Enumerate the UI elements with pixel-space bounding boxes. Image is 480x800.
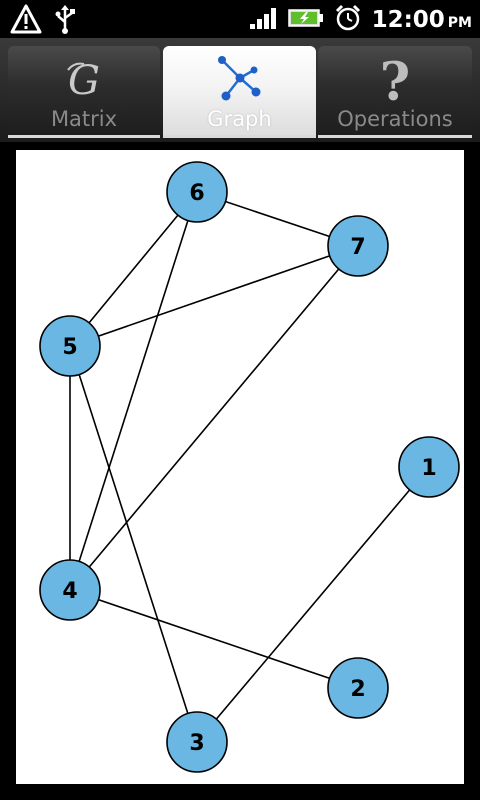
graph-node-label: 5 (62, 335, 77, 360)
signal-strength-icon (249, 6, 278, 34)
graph-node-3[interactable]: 3 (166, 711, 228, 773)
tab-graph[interactable]: Graph (163, 46, 316, 138)
graph-nodes-icon (163, 52, 316, 108)
alarm-clock-icon (334, 4, 362, 36)
graph-edge-1-3 (196, 466, 430, 743)
clock-ampm: PM (447, 15, 472, 31)
script-g-icon: G (8, 52, 160, 108)
svg-text:?: ? (380, 54, 410, 106)
tab-bar: G Matrix (0, 38, 480, 142)
graph-node-label: 7 (350, 235, 365, 260)
usb-icon (54, 4, 76, 38)
graph-node-4[interactable]: 4 (39, 559, 101, 621)
graph-node-circle[interactable] (166, 711, 228, 773)
graph-edge-7-5 (69, 245, 359, 347)
tab-operations-label: Operations (337, 107, 453, 131)
graph-node-circle[interactable] (39, 559, 101, 621)
graph-node-circle[interactable] (398, 436, 460, 498)
graph-node-circle[interactable] (327, 215, 389, 277)
graph-canvas[interactable]: 1 2 3 4 5 6 7 (16, 150, 464, 784)
graph-drawing[interactable]: 1 2 3 4 5 6 7 (16, 150, 464, 784)
graph-node-2[interactable]: 2 (327, 657, 389, 719)
battery-charging-icon (287, 6, 324, 34)
warning-triangle-icon (10, 4, 42, 38)
graph-node-label: 3 (189, 731, 204, 756)
graph-node-label: 4 (62, 579, 77, 604)
graph-node-7[interactable]: 7 (327, 215, 389, 277)
tab-matrix-label: Matrix (50, 107, 118, 131)
graph-edge-5-3 (69, 345, 198, 743)
tab-graph-label: Graph (207, 107, 272, 131)
graph-node-circle[interactable] (327, 657, 389, 719)
graph-node-label: 2 (350, 677, 365, 702)
clock-time: 12:00 (371, 7, 445, 33)
tab-matrix[interactable]: G Matrix (8, 46, 160, 138)
graph-node-5[interactable]: 5 (39, 315, 101, 377)
graph-edge-7-4 (69, 245, 359, 591)
graph-node-1[interactable]: 1 (398, 436, 460, 498)
graph-edge-6-4 (69, 191, 198, 591)
graph-node-label: 1 (421, 456, 436, 481)
graph-node-6[interactable]: 6 (166, 161, 228, 223)
graph-node-circle[interactable] (166, 161, 228, 223)
graph-edge-6-5 (69, 191, 198, 347)
graph-edge-4-2 (69, 589, 359, 689)
graph-node-label: 6 (189, 181, 204, 206)
tab-operations[interactable]: ? Operations (318, 46, 472, 138)
question-mark-icon: ? (318, 52, 472, 108)
graph-node-circle[interactable] (39, 315, 101, 377)
